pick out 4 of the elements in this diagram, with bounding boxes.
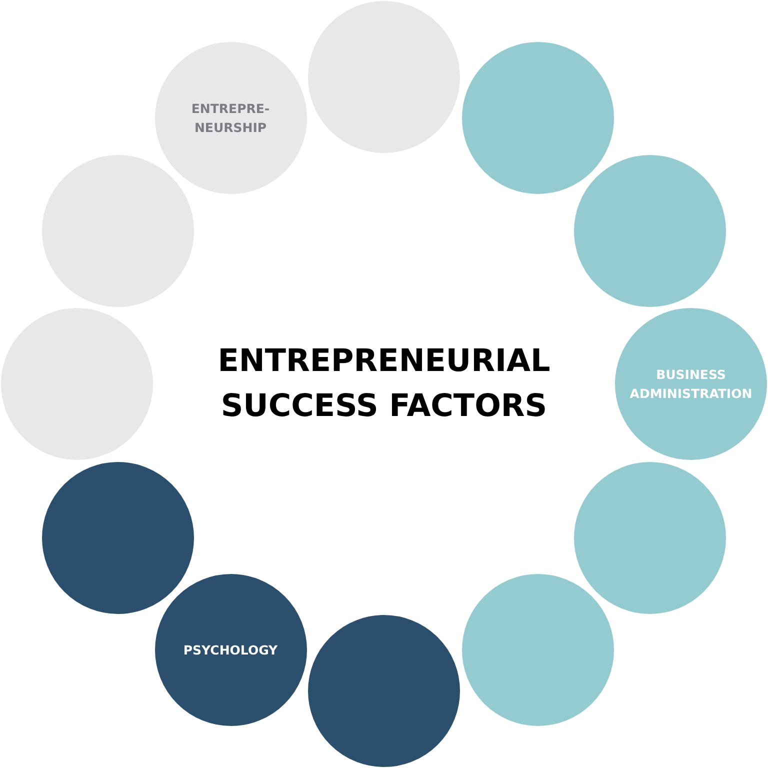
topic-label: PSYCHOLOGY <box>182 641 279 660</box>
topic-label: BUSINESS ADMINISTRATION <box>628 366 754 403</box>
topic-label: ENTREPRE- NEURSHIP <box>190 100 271 138</box>
diagram-title: ENTREPRENEURIAL SUCCESS FACTORS <box>216 342 552 426</box>
